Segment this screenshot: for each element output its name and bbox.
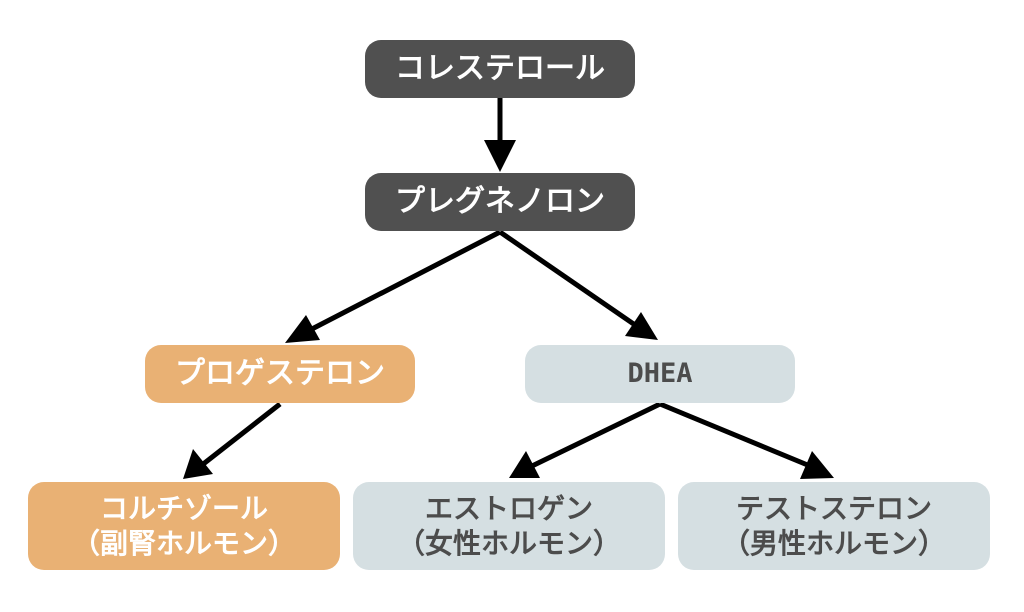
node-progesterone: プロゲステロン bbox=[145, 345, 415, 403]
node-pregnenolone-label: プレグネノロン bbox=[395, 184, 605, 220]
node-pregnenolone: プレグネノロン bbox=[365, 173, 635, 231]
node-estrogen: エストロゲン （女性ホルモン） bbox=[353, 482, 665, 570]
arrow-cholesterol-to-pregnenolone bbox=[484, 98, 516, 172]
node-dhea-label: DHEA bbox=[627, 358, 693, 390]
arrow-progesterone-to-cortisol bbox=[183, 402, 282, 479]
arrow-pregnenolone-to-progesterone bbox=[285, 229, 502, 343]
arrow-dhea-to-testosterone bbox=[659, 401, 834, 479]
node-testosterone-label: テストステロン bbox=[735, 492, 932, 525]
node-dhea: DHEA bbox=[525, 345, 795, 403]
node-progesterone-label: プロゲステロン bbox=[175, 356, 385, 392]
node-cortisol: コルチゾール （副腎ホルモン） bbox=[28, 482, 340, 570]
node-estrogen-label: エストロゲン bbox=[424, 492, 593, 525]
node-testosterone-sublabel: （男性ホルモン） bbox=[721, 527, 946, 560]
arrow-pregnenolone-to-dhea bbox=[498, 229, 658, 340]
arrow-dhea-to-estrogen bbox=[509, 401, 662, 478]
node-cortisol-sublabel: （副腎ホルモン） bbox=[71, 527, 296, 560]
node-cholesterol: コレステロール bbox=[365, 40, 635, 98]
node-cholesterol-label: コレステロール bbox=[395, 51, 605, 87]
node-cortisol-label: コルチゾール bbox=[99, 492, 268, 525]
node-estrogen-sublabel: （女性ホルモン） bbox=[396, 527, 621, 560]
node-testosterone: テストステロン （男性ホルモン） bbox=[678, 482, 990, 570]
